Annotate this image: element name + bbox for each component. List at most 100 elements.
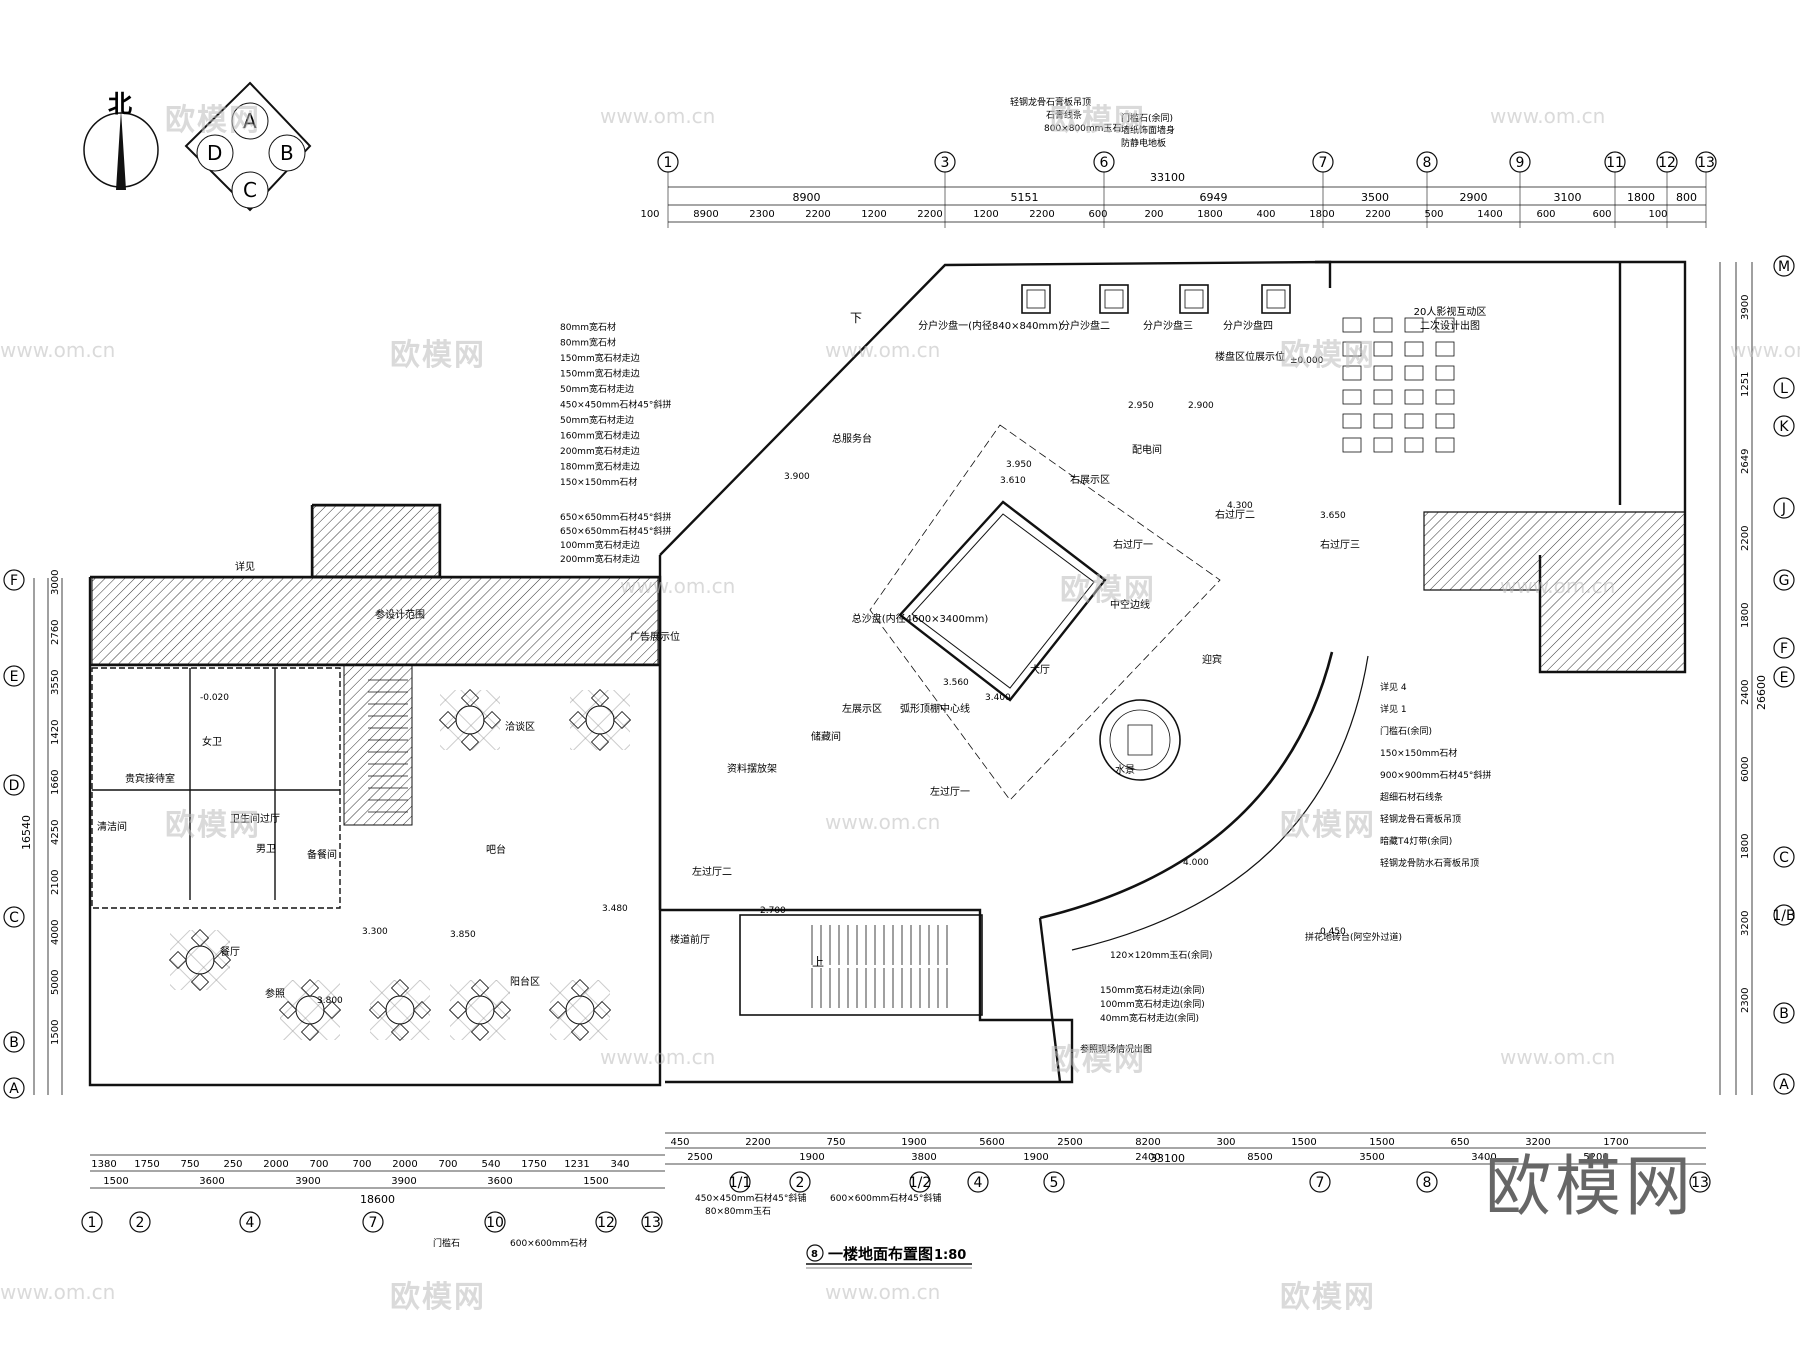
- right-axis-L: L: [1780, 381, 1788, 397]
- bottom-axis-4-circle: [967, 1171, 989, 1193]
- room-label: 分户沙盘二: [1060, 319, 1110, 332]
- top-dim: 3100: [1554, 191, 1582, 204]
- chair: [322, 1000, 342, 1020]
- main-sand-table: [869, 424, 1221, 801]
- bottom-note: 120×120mm玉石(余同): [1110, 949, 1212, 961]
- room-label: 总服务台: [832, 432, 872, 445]
- left-axis-D: D: [9, 778, 20, 794]
- left-dim: 1500: [50, 1020, 61, 1045]
- hatched-stair-core: [343, 664, 413, 826]
- right-dim: 2649: [1740, 449, 1751, 474]
- right-dim: 6000: [1740, 757, 1751, 782]
- elevation-mark: 3.480: [602, 904, 628, 914]
- room-label: 右过厅二: [1215, 508, 1255, 521]
- room-label: 资料摆放架: [727, 762, 777, 775]
- bottom-axis-12-circle: [595, 1211, 617, 1233]
- top-dim: 1800: [1309, 209, 1334, 220]
- bottom-dim: 700: [309, 1159, 328, 1170]
- seat: [1435, 437, 1455, 453]
- left-axis-C: C: [9, 910, 19, 926]
- chair: [212, 950, 232, 970]
- right-axis-G: G: [1779, 573, 1790, 589]
- top-dim: 200: [1144, 209, 1163, 220]
- seat: [1373, 413, 1393, 429]
- bottom-dim: 5200: [1583, 1152, 1608, 1163]
- bottom-dim: 700: [438, 1159, 457, 1170]
- room-label: 吧台: [486, 843, 506, 856]
- seat: [1373, 389, 1393, 405]
- elevation-mark: 0.450: [1320, 927, 1346, 937]
- floor-tile: [440, 690, 500, 750]
- room-label: 参设计范围: [375, 608, 425, 621]
- room-label: 分户沙盘四: [1223, 319, 1273, 332]
- view-d: D: [207, 141, 222, 165]
- bottom-left-total-dim: 18600: [360, 1193, 395, 1206]
- left-axis-F-circle: [3, 569, 25, 591]
- top-note: 防静电地板: [1121, 137, 1166, 149]
- room-label: 卫生间过厅: [230, 812, 280, 825]
- right-note: 暗藏T4灯带(余同): [1380, 835, 1452, 847]
- left-dim: 4000: [50, 920, 61, 945]
- left-dim: 3000: [50, 570, 61, 595]
- seat: [1342, 437, 1362, 453]
- material-note: 150mm宽石材走边: [560, 352, 640, 364]
- bottom-dim: 1231: [564, 1159, 589, 1170]
- material-note: 100mm宽石材走边: [560, 539, 640, 551]
- top-dim: 5151: [1011, 191, 1039, 204]
- bottom-axis-13: 13: [643, 1215, 661, 1231]
- room-label: 总沙盘(内径4600×3400mm): [852, 612, 989, 625]
- bottom-axis-5: 5: [1050, 1175, 1059, 1191]
- elevation-mark: ±0.000: [1290, 356, 1324, 366]
- right-axis-J-circle: [1773, 497, 1795, 519]
- bottom-material: 门槛石: [433, 1237, 460, 1249]
- bottom-dim: 2400: [1135, 1152, 1160, 1163]
- bottom-axis-4-circle: [239, 1211, 261, 1233]
- elevation-mark: 2.950: [1128, 401, 1154, 411]
- seat: [1404, 365, 1424, 381]
- top-dim: 1200: [973, 209, 998, 220]
- top-dim: 400: [1256, 209, 1275, 220]
- elevation-mark: 2.900: [1188, 401, 1214, 411]
- bottom-right-total-dim: 33100: [1150, 1152, 1185, 1165]
- floor-tile: [170, 930, 230, 990]
- bottom-dim: 1500: [1291, 1137, 1316, 1148]
- bottom-dim: 5600: [979, 1137, 1004, 1148]
- chair: [190, 928, 210, 948]
- seat: [1435, 365, 1455, 381]
- seat: [1404, 317, 1424, 333]
- left-axis-B: B: [9, 1035, 19, 1051]
- elevation-mark: 3.950: [1006, 460, 1032, 470]
- right-dimensions: [1719, 262, 1753, 1095]
- title-number: 8: [811, 1249, 818, 1260]
- material-note: 180mm宽石材走边: [560, 461, 640, 473]
- bottom-dim: 750: [180, 1159, 199, 1170]
- seat: [1435, 341, 1455, 357]
- view-c: C: [243, 178, 257, 202]
- drawing-title: 8 一楼地面布置图 1:80: [806, 1244, 972, 1269]
- floor-tile: [370, 980, 430, 1040]
- right-axis-A-circle: [1773, 1073, 1795, 1095]
- room-label: 左展示区: [842, 702, 882, 715]
- right-total-dim: 26600: [1755, 675, 1768, 710]
- top-dimensions: [668, 186, 1706, 223]
- top-axis-1: 1: [664, 155, 673, 171]
- left-dim: 2100: [50, 870, 61, 895]
- seat: [1342, 365, 1362, 381]
- bottom-note: 150mm宽石材走边(余同): [1100, 984, 1205, 996]
- top-note: 门槛石(余同): [1121, 112, 1173, 124]
- seat: [1404, 413, 1424, 429]
- water-feature: [1099, 699, 1181, 781]
- bottom-dim: 1750: [134, 1159, 159, 1170]
- room-label: 大厅: [1030, 663, 1050, 676]
- top-dim: 2200: [805, 209, 830, 220]
- bottom-axis-1: 1: [88, 1215, 97, 1231]
- top-dim: 600: [1088, 209, 1107, 220]
- right-axis-F: F: [1780, 641, 1788, 657]
- bottom-dim: 1500: [583, 1176, 608, 1187]
- right-axis-M: M: [1778, 259, 1790, 275]
- bottom-axis-4: 4: [974, 1175, 983, 1191]
- left-dim: 5000: [50, 970, 61, 995]
- bottom-dim: 3800: [911, 1152, 936, 1163]
- elevation-mark: 4.300: [1227, 501, 1253, 511]
